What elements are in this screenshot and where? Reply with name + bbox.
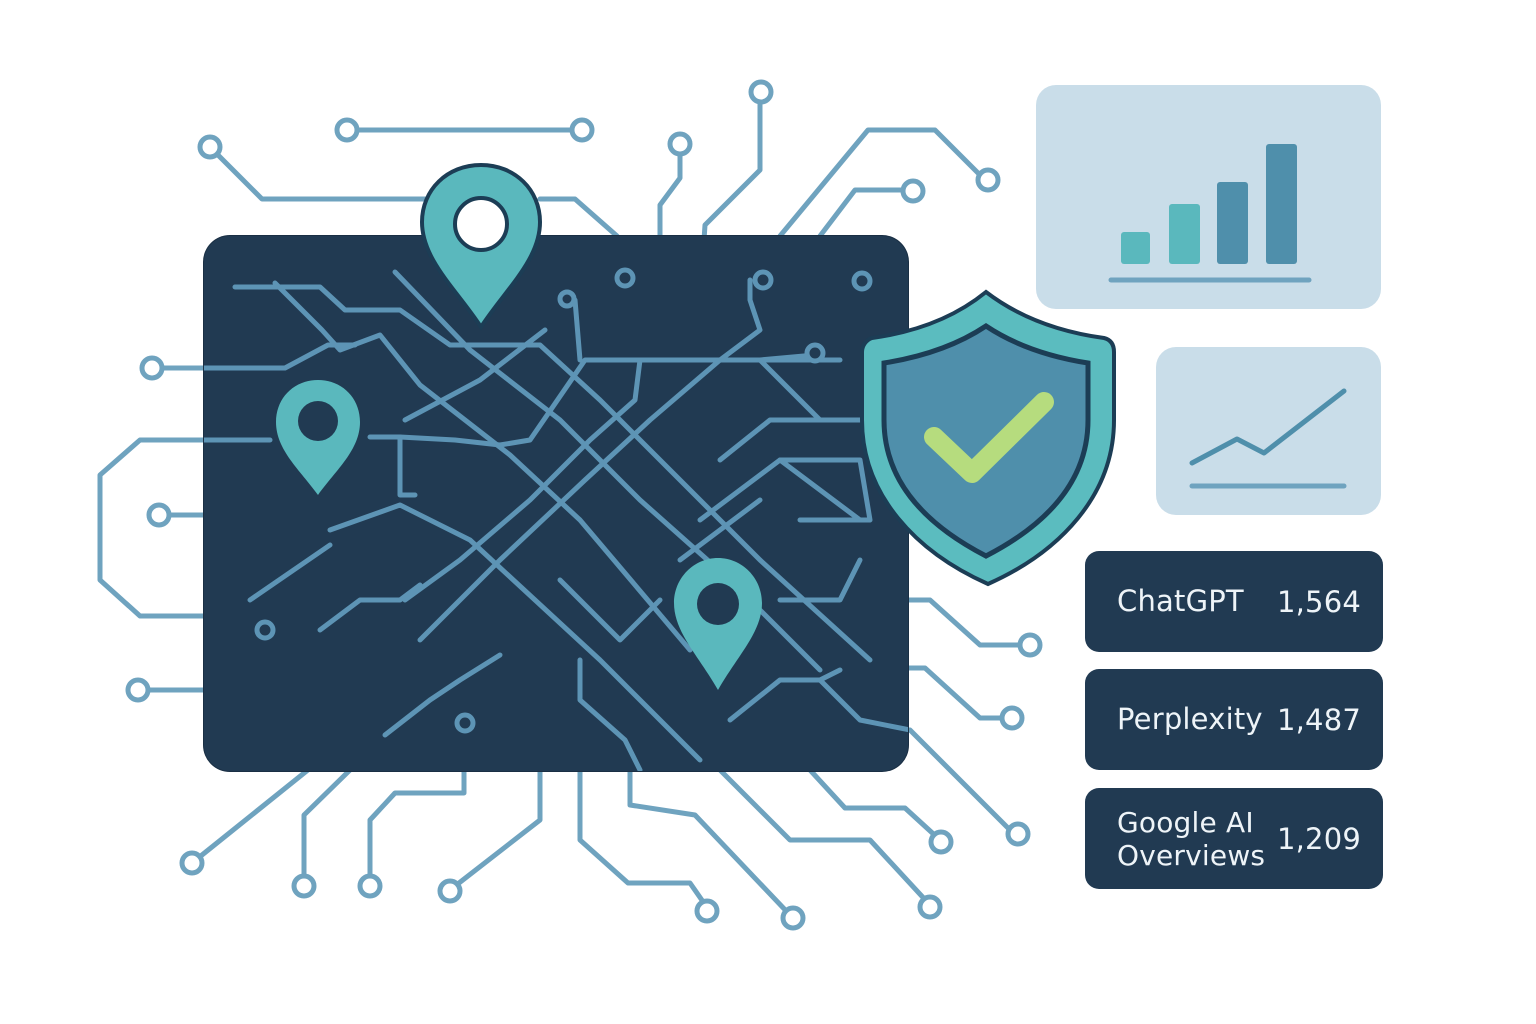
stat-card-google-ai-overviews: Google AI Overviews 1,209 (1085, 788, 1383, 889)
stat-name: Perplexity (1117, 702, 1263, 736)
stat-value: 1,487 (1276, 702, 1361, 737)
map-pin-icon (419, 162, 543, 331)
map-pin-icon (276, 380, 360, 495)
stat-value: 1,209 (1276, 821, 1361, 856)
stat-value: 1,564 (1276, 584, 1361, 619)
bar-chart-icon (1108, 144, 1312, 283)
stat-name-line1: Google AI (1117, 805, 1254, 839)
stat-card-chatgpt: ChatGPT 1,564 (1085, 551, 1383, 652)
line-chart-icon (1189, 388, 1347, 489)
line-chart-panel (1156, 347, 1381, 515)
stat-name: ChatGPT (1117, 584, 1244, 618)
stat-card-perplexity: Perplexity 1,487 (1085, 669, 1383, 770)
stat-name-line2: Overviews (1117, 838, 1266, 872)
stat-name: Google AI Overviews (1117, 806, 1265, 872)
bar-chart-panel (1036, 85, 1381, 309)
map-pin-icon (674, 558, 762, 690)
